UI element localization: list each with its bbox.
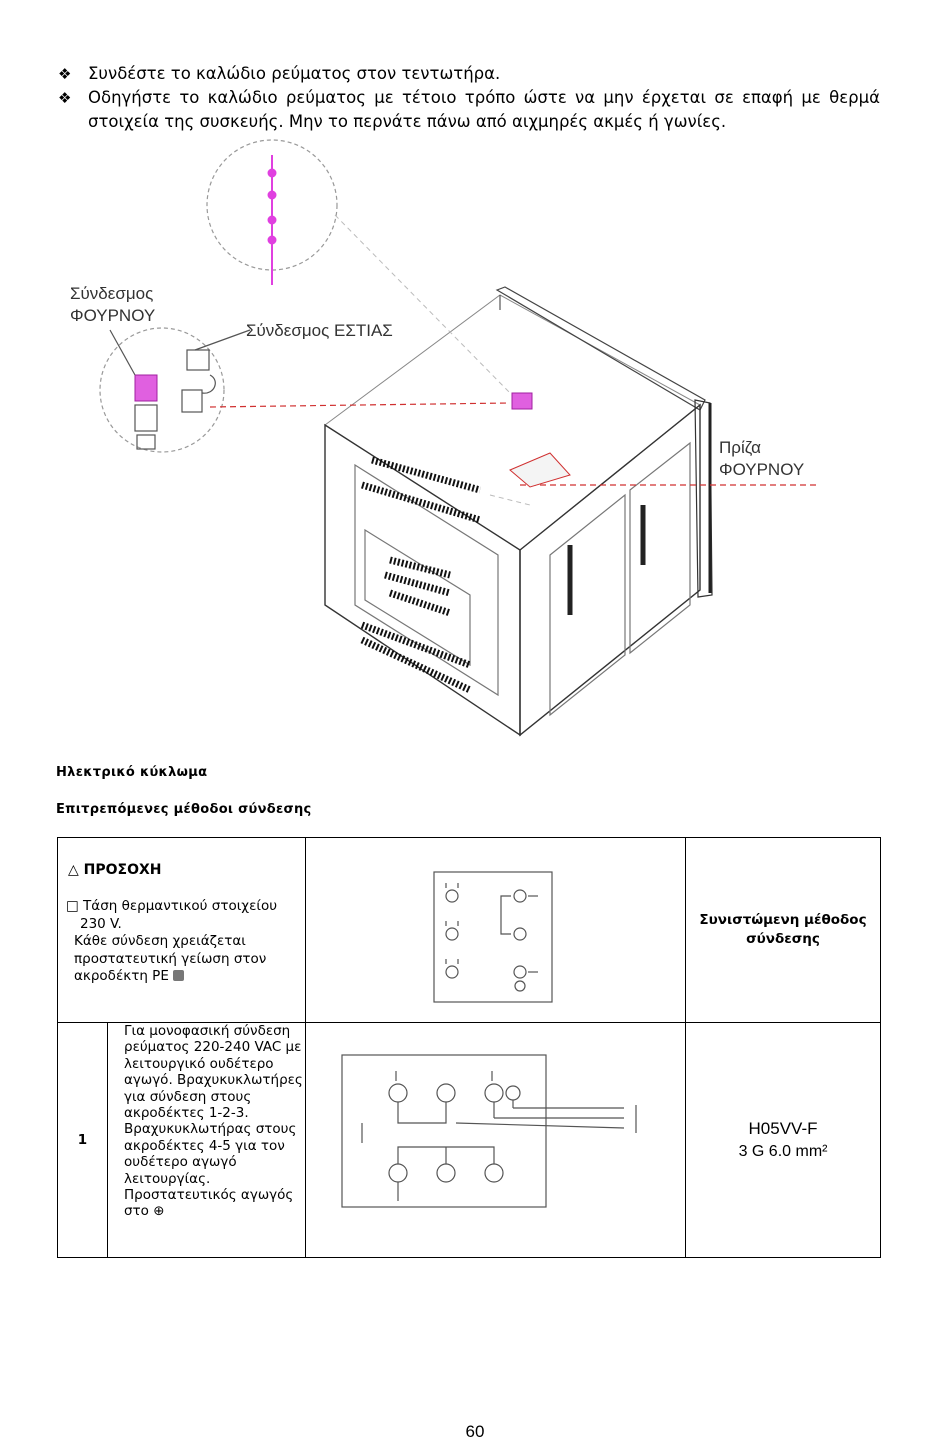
- single-phase-wiring-diagram: [341, 1054, 637, 1208]
- oven-installation-figure: Σύνδεσμος ΦΟΥΡΝΟΥ Σύνδεσμος ΕΣΤΙΑΣ Πρίζα…: [50, 135, 890, 745]
- wiring-diagram-cell: [305, 1022, 687, 1258]
- row-description: Για μονοφασική σύνδεση ρεύματος 220-240 …: [106, 1022, 307, 1258]
- page-number: 60: [465, 1422, 485, 1441]
- recommended-method-header: Συνιστώμενη μέθοδος σύνδεσης: [685, 837, 882, 1023]
- instruction-list: ❖ Συνδέστε το καλώδιο ρεύματος στον τεντ…: [58, 62, 880, 134]
- connection-methods-table: △ ΠΡΟΣΟΧΗ □ Τάση θερμαντικού στοιχείου 2…: [56, 837, 882, 1258]
- cable-type: H05VV-F: [748, 1119, 818, 1138]
- warning-title: △ ΠΡΟΣΟΧΗ: [68, 862, 162, 878]
- warning-cell: △ ΠΡΟΣΟΧΗ □ Τάση θερμαντικού στοιχείου 2…: [56, 837, 307, 1023]
- oven-socket-label-line1: Πρίζα: [719, 438, 761, 457]
- warning-line: □ Τάση θερμαντικού στοιχείου: [66, 898, 278, 914]
- oven-connector-label: Σύνδεσμος ΦΟΥΡΝΟΥ: [70, 283, 155, 327]
- permitted-methods-heading: Επιτρεπόμενες μέθοδοι σύνδεσης: [56, 802, 312, 817]
- warning-line: Κάθε σύνδεση χρειάζεται: [74, 933, 246, 949]
- oven-connector-label-line1: Σύνδεσμος: [70, 284, 154, 303]
- cable-spec: 3 G 6.0 mm²: [738, 1143, 828, 1160]
- terminal-diagram-cell: [305, 837, 687, 1023]
- oven-socket-label-line2: ΦΟΥΡΝΟΥ: [719, 460, 805, 479]
- cable-spec-cell: H05VV-F 3 G 6.0 mm²: [685, 1022, 882, 1258]
- warning-line-text: ακροδέκτη PE: [74, 968, 169, 984]
- warning-line: ακροδέκτη PE: [66, 968, 305, 986]
- warning-line: 230 V.: [80, 915, 122, 932]
- instruction-text: Συνδέστε το καλώδιο ρεύματος στον τεντωτ…: [88, 64, 501, 83]
- ground-symbol-icon: [173, 970, 185, 981]
- terminal-block-diagram: [433, 871, 553, 1003]
- warning-text: □ Τάση θερμαντικού στοιχείου 230 V. Κάθε…: [66, 898, 305, 986]
- diamond-bullet-icon: ❖: [58, 89, 72, 107]
- instruction-item: ❖ Συνδέστε το καλώδιο ρεύματος στον τεντ…: [58, 62, 880, 86]
- row-number: 1: [57, 1022, 108, 1258]
- table-row: 1 Για μονοφασική σύνδεση ρεύματος 220-24…: [57, 1022, 882, 1258]
- instruction-item: ❖ Οδηγήστε το καλώδιο ρεύματος με τέτοιο…: [58, 86, 880, 134]
- oven-drawing: [99, 139, 820, 737]
- warning-line: προστατευτική γείωση στον: [74, 950, 267, 967]
- row-description-text: Για μονοφασική σύνδεση ρεύματος 220-240 …: [124, 1023, 303, 1220]
- diamond-bullet-icon: ❖: [58, 65, 72, 83]
- instruction-text: Οδηγήστε το καλώδιο ρεύματος με τέτοιο τ…: [88, 88, 880, 131]
- hob-connector-label: Σύνδεσμος ΕΣΤΙΑΣ: [246, 321, 393, 340]
- oven-socket-label: Πρίζα ΦΟΥΡΝΟΥ: [719, 437, 804, 481]
- table-header-row: △ ΠΡΟΣΟΧΗ □ Τάση θερμαντικού στοιχείου 2…: [56, 837, 882, 1023]
- electrical-circuit-heading: Ηλεκτρικό κύκλωμα: [56, 765, 208, 780]
- oven-connector-label-line2: ΦΟΥΡΝΟΥ: [70, 306, 156, 325]
